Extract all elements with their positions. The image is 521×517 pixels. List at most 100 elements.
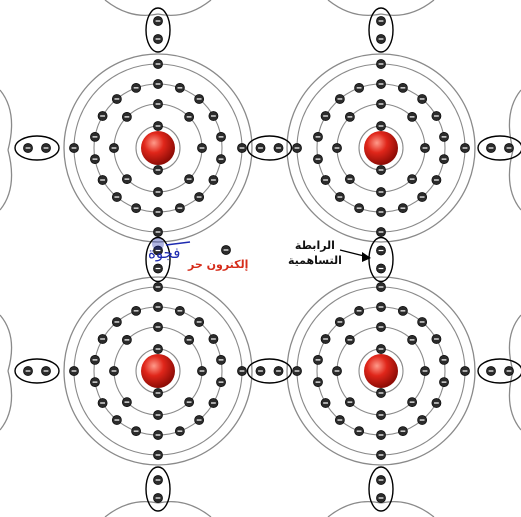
electron-shell-3 — [131, 203, 142, 214]
electron-shell-3 — [431, 398, 442, 408]
neighbor-atom-arc — [508, 149, 521, 211]
electron-shell-2 — [153, 410, 163, 420]
electron-shell-2 — [332, 366, 342, 376]
electron-shell-3 — [131, 82, 142, 93]
atom-bottom-right — [286, 276, 476, 466]
electron-shell-3 — [194, 94, 205, 104]
nucleus — [364, 131, 398, 165]
covalent-bond — [14, 358, 60, 384]
neighbor-atom-arc — [157, 500, 212, 517]
hole-pointer-line — [165, 241, 191, 246]
neighbor-atom-arc — [327, 0, 382, 17]
electron-shell-2 — [407, 334, 418, 345]
atom-top-left — [63, 53, 253, 243]
bond-electron — [41, 143, 51, 153]
electron-shell-3 — [334, 94, 345, 104]
electron-shell-1 — [153, 165, 163, 175]
electron-shell-3 — [174, 305, 185, 316]
electron-shell-2 — [121, 111, 132, 122]
electron-shell-2 — [121, 174, 132, 185]
electron-shell-4 — [376, 282, 386, 292]
electron-shell-2 — [184, 174, 195, 185]
covalent-bond — [145, 466, 171, 512]
bond-electron — [153, 16, 163, 26]
electron-shell-2 — [344, 111, 355, 122]
electron-shell-4 — [460, 143, 470, 153]
bond-electron — [376, 34, 386, 44]
electron-shell-3 — [97, 334, 108, 344]
electron-shell-3 — [153, 207, 163, 217]
neighbor-atom-arc — [0, 89, 13, 151]
electron-shell-3 — [90, 377, 100, 388]
electron-shell-1 — [153, 344, 163, 354]
electron-shell-4 — [237, 366, 247, 376]
electron-shell-3 — [320, 111, 331, 121]
electron-shell-4 — [376, 59, 386, 69]
electron-shell-3 — [208, 398, 219, 408]
electron-shell-3 — [194, 317, 205, 327]
electron-shell-3 — [111, 415, 122, 425]
electron-shell-2 — [420, 366, 430, 376]
electron-shell-3 — [431, 111, 442, 121]
electron-shell-3 — [417, 192, 428, 202]
electron-shell-4 — [153, 450, 163, 460]
electron-shell-2 — [376, 187, 386, 197]
neighbor-atom-arc — [327, 500, 382, 517]
bond-ellipse — [145, 236, 171, 283]
electron-shell-3 — [397, 426, 408, 437]
electron-shell-2 — [197, 143, 207, 153]
electron-shell-3 — [334, 317, 345, 327]
electron-shell-3 — [174, 203, 185, 214]
electron-shell-3 — [216, 131, 226, 142]
neighbor-atom-arc — [380, 500, 435, 517]
electron-shell-3 — [397, 203, 408, 214]
covalent-bond — [145, 7, 171, 53]
bond-electron — [486, 366, 496, 376]
bond-electron — [376, 493, 386, 503]
electron-shell-3 — [431, 175, 442, 185]
electron-shell-3 — [354, 426, 365, 437]
bond-electron — [153, 475, 163, 485]
electron-shell-3 — [431, 334, 442, 344]
atom-top-right — [286, 53, 476, 243]
bond-ellipse — [246, 358, 293, 384]
covalent-bond — [246, 358, 293, 384]
electron-shell-2 — [109, 143, 119, 153]
covalent-bond-arrow — [339, 249, 371, 262]
electron-shell-3 — [376, 430, 386, 440]
electron-shell-3 — [90, 354, 100, 365]
bond-electron — [255, 143, 266, 153]
electron-shell-1 — [153, 121, 163, 131]
electron-shell-3 — [417, 415, 428, 425]
bond-electron — [23, 366, 33, 376]
electron-shell-3 — [174, 426, 185, 437]
covalent-bond-label: الرابطة التساهمية — [288, 238, 342, 268]
free-electron — [221, 245, 231, 255]
electron-shell-3 — [417, 317, 428, 327]
bond-electron — [255, 366, 266, 376]
covalent-bonds — [14, 7, 521, 512]
electron-shell-3 — [354, 203, 365, 214]
electron-shell-3 — [313, 131, 323, 142]
covalent-bond — [145, 236, 171, 283]
electron-shell-3 — [97, 111, 108, 121]
bond-ellipse — [368, 7, 394, 53]
bond-electron — [153, 493, 163, 503]
neighbor-atom-arc — [104, 500, 159, 517]
electron-shell-2 — [407, 111, 418, 122]
electron-shell-3 — [97, 398, 108, 408]
bond-ellipse — [477, 358, 521, 384]
electron-shell-4 — [237, 143, 247, 153]
electron-shell-2 — [184, 111, 195, 122]
electron-shell-3 — [216, 154, 226, 165]
electron-shell-3 — [354, 82, 365, 93]
bond-ellipse — [477, 135, 521, 161]
outer-boundary-ring — [63, 53, 253, 243]
electron-shell-2 — [376, 99, 386, 109]
covalent-bond — [368, 236, 394, 283]
electron-shell-3 — [208, 175, 219, 185]
bond-ellipse — [14, 135, 60, 161]
electron-shell-3 — [376, 302, 386, 312]
bond-electron — [504, 366, 514, 376]
electron-shell-2 — [344, 174, 355, 185]
